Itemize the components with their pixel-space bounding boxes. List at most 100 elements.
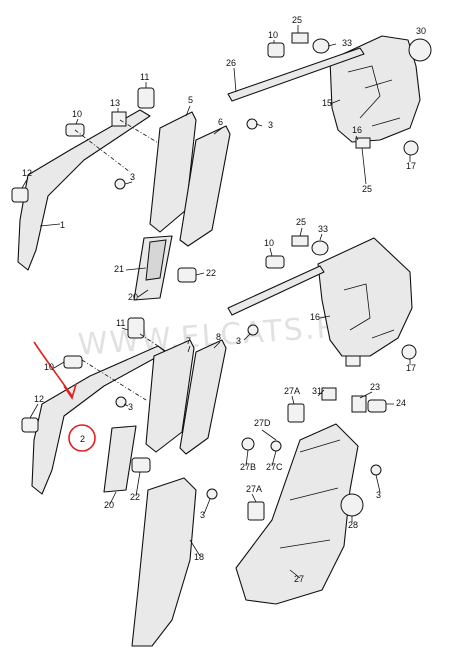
nut-17-top [403,140,419,156]
callout-10-lower-left: 10 [44,362,54,372]
clip-25-mid [355,137,371,149]
a-pillar-trim-2 [31,345,167,495]
callout-1: 1 [60,220,65,230]
callout-22-lower: 22 [130,492,140,502]
screw-3-lower-left [115,396,127,408]
clip-27a-upper [287,403,305,423]
highlight-arrow [33,341,77,400]
trim-panel-21-top [145,239,167,281]
part-23 [351,395,367,413]
callout-31: 31 [312,386,322,396]
clip-27b [241,437,255,451]
clip-13 [111,111,127,127]
callout-10-lower-right: 10 [264,238,274,248]
trim-strip-26 [227,47,365,102]
callout-10-top-right: 10 [268,30,278,40]
cap-30 [408,38,432,62]
callout-20-top: 20 [128,292,138,302]
callout-15: 15 [322,98,332,108]
rear-quarter-trim-16 [317,237,413,357]
clip-10-lower-right [265,255,285,269]
clip-25-top [291,32,309,44]
callout-3-top-left: 3 [130,172,135,182]
callout-17-top: 17 [406,161,416,171]
callout-20-lower: 20 [104,500,114,510]
callout-11-lower: 11 [116,318,125,328]
callout-3-lower-left: 3 [128,402,133,412]
cap-28 [340,493,364,517]
clip-25-lower [291,235,309,247]
callout-27d: 27D [254,418,271,428]
b-pillar-trim-8 [179,339,227,455]
trim-panel-20-lower [103,425,137,493]
callout-12-top: 12 [22,168,32,178]
highlight-circle-part-2 [68,424,96,452]
callout-16-top: 16 [352,125,362,135]
screw-3-lower-right [370,464,382,476]
clip-11-top [137,87,155,109]
trim-strip-lower [227,265,325,316]
screw-3-top-mid [246,118,258,130]
callout-27b: 27B [240,462,256,472]
rear-quarter-trim-16-detail [343,283,395,339]
callout-21: 21 [114,264,124,274]
callout-28: 28 [348,520,358,530]
callout-25-lower: 25 [296,217,306,227]
callout-33-lower: 33 [318,224,328,234]
b-pillar-trim-6 [179,125,231,247]
clip-11-lower [127,317,145,339]
nut-17-lower [401,344,417,360]
callout-24: 24 [396,398,406,408]
callout-27: 27 [294,574,304,584]
screw-3-lower-center [206,488,218,500]
screw-3-lower-mid [247,324,259,336]
lower-c-pillar-trim-27-detail [279,439,341,549]
callout-23: 23 [370,382,380,392]
callout-16-lower: 16 [310,312,320,322]
clip-33-lower [311,240,329,256]
callout-11-top: 11 [140,72,149,82]
callout-12-lower: 12 [34,394,44,404]
callout-3-lower-mid: 3 [236,336,241,346]
lower-b-pillar-trim-18 [131,477,197,647]
clip-22-top [177,267,197,283]
screw-3-top-left [114,178,126,190]
clip-27a-lower [247,501,265,521]
b-pillar-trim-7 [145,339,195,453]
clip-10-top-right [267,42,285,58]
callout-25-top: 25 [292,15,302,25]
callout-27c: 27C [266,462,283,472]
callout-33-top: 33 [342,38,352,48]
clip-lower-right [345,355,361,367]
callout-10-top-left: 10 [72,109,82,119]
callout-25-mid: 25 [362,184,372,194]
callout-22-top: 22 [206,268,216,278]
clip-10-lower-left [63,355,83,369]
callout-5: 5 [188,95,193,105]
clip-22-lower [131,457,151,473]
lower-c-pillar-trim-27 [235,423,359,605]
clip-12-top [11,187,29,203]
clip-12-lower [21,417,39,433]
callout-2: 2 [80,434,85,444]
callout-17-lower: 17 [406,363,416,373]
leader-lines [21,25,411,579]
callout-13: 13 [110,98,120,108]
callout-26: 26 [226,58,236,68]
rear-quarter-trim-upper [329,35,421,143]
callout-18: 18 [194,552,204,562]
rear-quarter-trim-upper-detail [347,65,401,127]
callout-30: 30 [416,26,426,36]
callout-3-lower-right: 3 [376,490,381,500]
clip-24 [367,399,387,413]
callout-3-top-mid: 3 [268,120,273,130]
callout-3-lower-center: 3 [200,510,205,520]
callout-27a-upper: 27A [284,386,300,396]
part-31 [321,387,337,401]
callout-6: 6 [218,117,223,127]
callout-27a-lower: 27A [246,484,262,494]
clip-27c [270,440,282,452]
clip-33-top [312,38,330,54]
callout-7: 7 [186,336,191,346]
